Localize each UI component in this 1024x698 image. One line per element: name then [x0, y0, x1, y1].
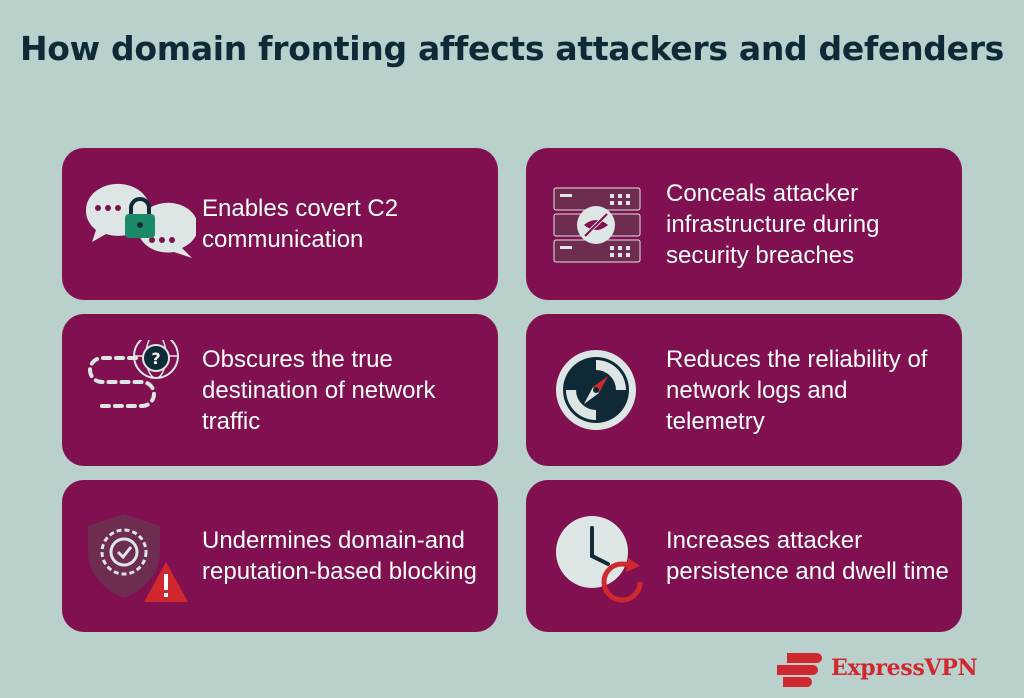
card-obscures-destination: ? Obscures the true destination of netwo… — [62, 314, 498, 466]
expressvpn-logo-icon — [773, 649, 823, 687]
brand-logo: ExpressVPN — [773, 648, 978, 688]
card-label: Undermines domain-and reputation-based b… — [202, 527, 477, 585]
clock-refresh-icon — [540, 506, 660, 606]
card-covert-c2: Enables covert C2 communication — [62, 148, 498, 300]
chat-bubbles-lock-icon — [76, 174, 198, 274]
compass-icon — [540, 340, 660, 440]
card-conceals-infrastructure: Conceals attacker infrastructure during … — [526, 148, 962, 300]
svg-text:?: ? — [151, 349, 160, 368]
card-label: Reduces the reliability of network logs … — [666, 345, 928, 435]
card-label: Enables covert C2 communication — [202, 195, 399, 253]
card-reduces-reliability: Reduces the reliability of network logs … — [526, 314, 962, 466]
card-increases-persistence: Increases attacker persistence and dwell… — [526, 480, 962, 632]
card-label: Obscures the true destination of network… — [202, 345, 436, 435]
card-undermines-blocking: Undermines domain-and reputation-based b… — [62, 480, 498, 632]
globe-question-path-icon: ? — [76, 333, 196, 440]
page-title: How domain fronting affects attackers an… — [19, 29, 1005, 68]
server-hidden-eye-icon — [540, 174, 660, 274]
card-label: Conceals attacker infrastructure during … — [666, 179, 880, 269]
shield-warning-icon — [76, 506, 196, 606]
card-label: Increases attacker persistence and dwell… — [666, 527, 949, 585]
brand-name: ExpressVPN — [831, 655, 978, 681]
